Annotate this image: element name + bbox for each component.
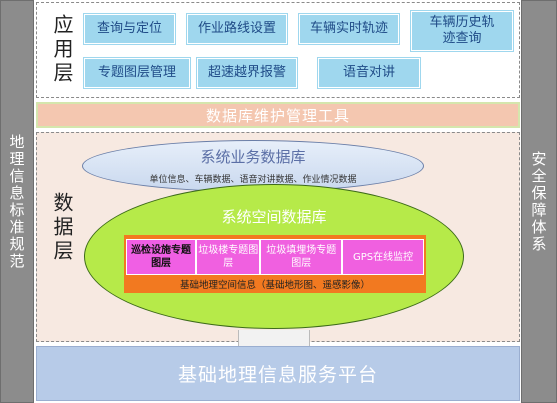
- business-db-title: 系统业务数据库: [200, 148, 306, 166]
- data-layer-title: 数据层: [50, 192, 74, 264]
- thematic-layers-row: 巡检设施专题图层 垃圾楼专题图层 垃圾填埋场专题图层 GPS在线监控: [126, 239, 424, 275]
- overspeed-alarm-button[interactable]: 超速越界报警: [197, 58, 297, 88]
- spatial-db-title: 系统空间数据库: [221, 208, 327, 226]
- db-maintenance-tool-bar[interactable]: 数据库维护管理工具: [36, 102, 520, 128]
- business-db-subtitle: 单位信息、车辆数据、语音对讲数据、作业情况数据: [149, 175, 357, 185]
- inspection-layer-cell[interactable]: 巡检设施专题图层: [126, 239, 197, 275]
- landfill-layer-cell[interactable]: 垃圾填埋场专题图层: [260, 239, 343, 275]
- route-setting-button[interactable]: 作业路线设置: [187, 14, 287, 44]
- garbage-building-layer-cell[interactable]: 垃圾楼专题图层: [196, 239, 261, 275]
- realtime-track-button[interactable]: 车辆实时轨迹: [299, 14, 399, 44]
- gis-service-platform[interactable]: 基础地理信息服务平台: [36, 346, 520, 401]
- left-pillar-label: 地理信息标准规范: [7, 133, 26, 270]
- history-track-button[interactable]: 车辆历史轨迹查询: [411, 11, 513, 51]
- app-layer-title: 应用层: [50, 14, 74, 86]
- basic-geo-info-label: 基础地理空间信息（基础地形图、遥感影像）: [179, 280, 370, 291]
- right-pillar-label: 安全保障体系: [529, 150, 548, 253]
- voice-intercom-button[interactable]: 语音对讲: [318, 58, 420, 88]
- layer-management-button[interactable]: 专题图层管理: [84, 58, 190, 88]
- up-arrow-icon: [238, 330, 310, 346]
- business-db-ellipse: [82, 140, 424, 192]
- app-layer-panel: [36, 2, 520, 98]
- query-locate-button[interactable]: 查询与定位: [84, 14, 175, 44]
- right-pillar: 安全保障体系: [521, 0, 557, 403]
- gps-monitor-cell[interactable]: GPS在线监控: [342, 239, 424, 275]
- left-pillar: 地理信息标准规范: [0, 0, 34, 403]
